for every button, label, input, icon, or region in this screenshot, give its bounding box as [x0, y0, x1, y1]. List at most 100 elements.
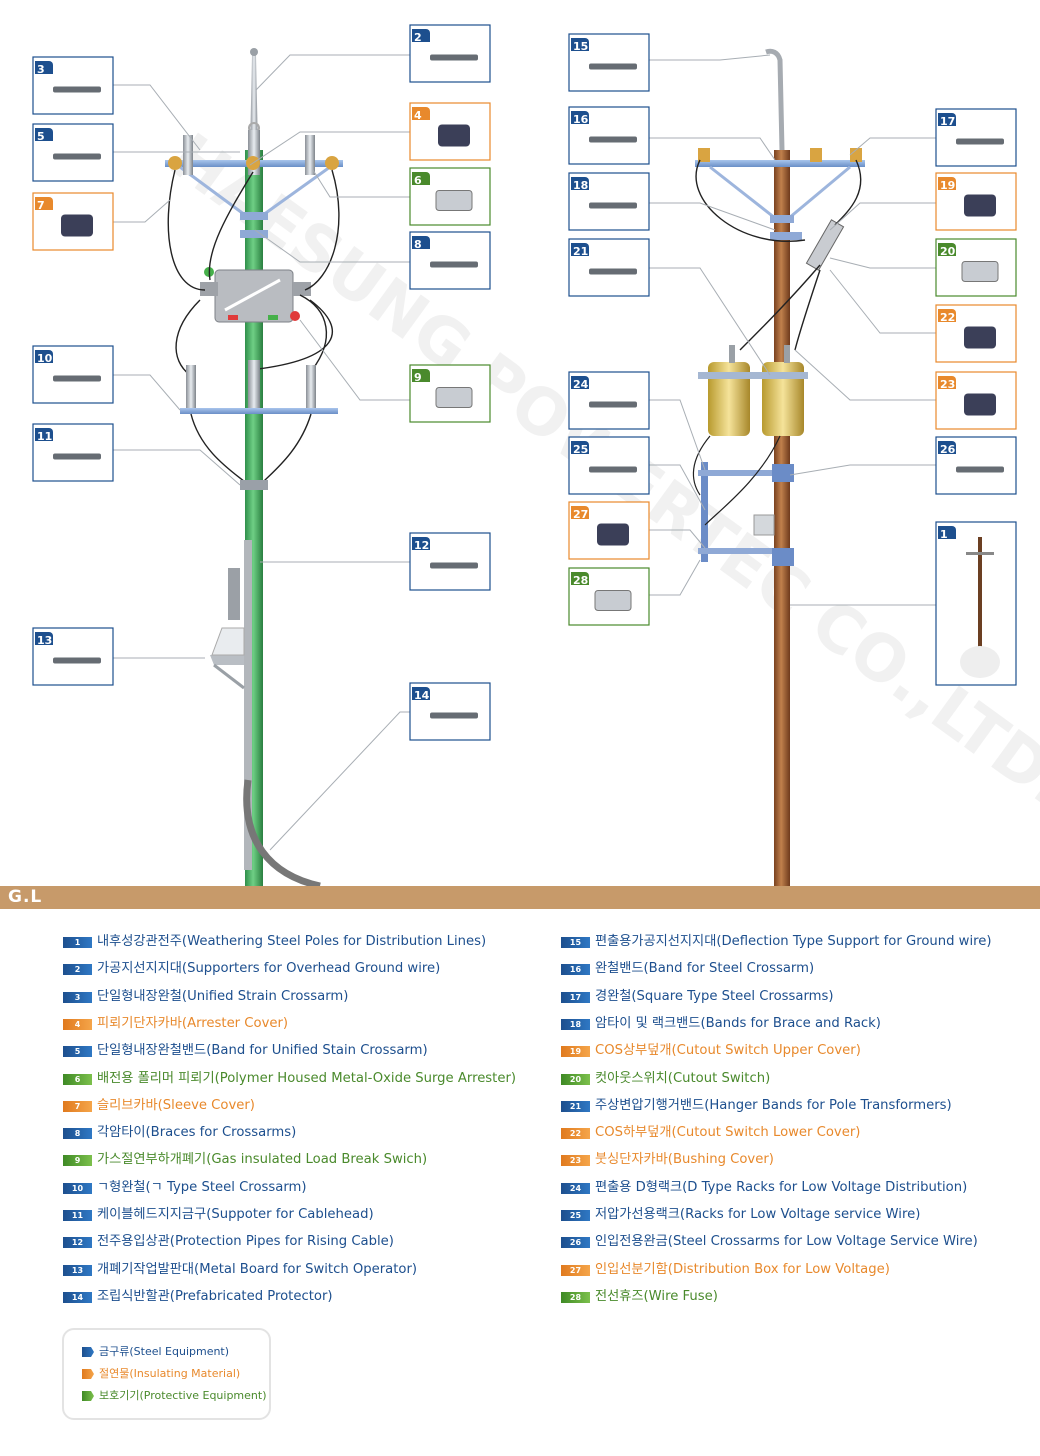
legend-number-badge: 1 — [63, 937, 92, 948]
callout-box-7: 7 — [32, 192, 114, 251]
product-image-icon — [435, 387, 473, 408]
callout-number-badge — [938, 177, 956, 190]
callout-number-badge — [412, 172, 430, 185]
product-image-icon — [53, 453, 101, 460]
legend-item-label: 개폐기작업발판대(Metal Board for Switch Operator… — [97, 1261, 418, 1277]
legend-number-badge: 26 — [561, 1237, 590, 1249]
callout-number-badge — [938, 376, 956, 389]
product-image-icon — [594, 590, 632, 611]
legend-item-label: 완철밴드(Band for Steel Crossarm) — [595, 961, 815, 977]
product-image-icon — [964, 194, 996, 217]
callout-box-3: 3 — [32, 56, 114, 115]
legend-item-label: 인입전용완금(Steel Crossarms for Low Voltage S… — [595, 1234, 978, 1250]
callout-number: 28 — [573, 574, 588, 587]
callout-box-11: 11 — [32, 423, 114, 482]
category-key: 금구류(Steel Equipment) 절연물(Insulating Mater… — [62, 1328, 271, 1420]
callout-box-14: 14 — [409, 682, 491, 741]
callout-number-badge — [571, 111, 589, 124]
callout-number: 3 — [37, 63, 45, 76]
legend-number-badge: 12 — [63, 1237, 92, 1249]
callout-number: 19 — [940, 179, 955, 192]
callout-box-12: 12 — [409, 532, 491, 591]
legend-item-label: 편출용가공지선지지대(Deflection Type Support for G… — [595, 934, 992, 949]
legend-item-label: 인입선분기함(Distribution Box for Low Voltage) — [595, 1261, 890, 1277]
callout-box-17: 17 — [935, 108, 1017, 167]
legend-number-badge: 4 — [63, 1018, 92, 1030]
callout-number: 11 — [37, 430, 52, 443]
legend-number-badge: 5 — [63, 1046, 92, 1058]
legend-item-label: COS하부덮개(Cutout Switch Lower Cover) — [595, 1125, 861, 1141]
product-image-icon — [438, 124, 470, 147]
callout-number-badge — [571, 441, 589, 454]
callout-box-2: 2 — [409, 24, 491, 83]
callout-box-22: 22 — [935, 304, 1017, 363]
product-image-icon — [61, 214, 93, 237]
legend-number-badge: 18 — [561, 1018, 590, 1030]
right-pole — [692, 48, 865, 886]
callout-number: 24 — [573, 378, 589, 391]
callout-number: 9 — [414, 371, 422, 384]
legend-number-badge: 3 — [63, 991, 92, 1003]
callout-number: 15 — [573, 40, 588, 53]
callout-number: 22 — [940, 311, 955, 324]
callout-number-badge — [938, 113, 956, 126]
legend-number-badge: 13 — [63, 1264, 92, 1276]
product-image-icon — [435, 190, 473, 211]
callout-number-badge — [571, 376, 589, 389]
legend-item-label: 암타이 및 랙크밴드(Bands for Brace and Rack) — [595, 1015, 881, 1031]
callout-box-6: 6 — [409, 167, 491, 226]
callout-box-10: 10 — [32, 345, 114, 404]
product-image-icon — [430, 54, 478, 61]
legend-number-badge: 7 — [63, 1100, 92, 1112]
legend-number-badge: 27 — [561, 1264, 590, 1276]
left-pole — [165, 48, 343, 890]
callout-number-badge — [412, 537, 430, 550]
callout-number-badge — [35, 61, 53, 74]
callout-number: 1 — [940, 528, 948, 541]
legend-item-label: 가공지선지지대(Supporters for Overhead Ground w… — [97, 961, 441, 977]
legend-item-label: 슬리브카바(Sleeve Cover) — [97, 1097, 255, 1113]
key-swatch-icon — [82, 1369, 94, 1379]
legend-item-label: 단일형내장완철밴드(Band for Unified Stain Crossar… — [97, 1043, 428, 1059]
product-image-icon — [964, 326, 996, 349]
legend-number-badge: 23 — [561, 1155, 590, 1167]
legend-number-badge: 20 — [561, 1073, 590, 1085]
product-image-icon — [589, 466, 637, 473]
product-image-icon — [961, 261, 999, 282]
product-image-icon — [53, 375, 101, 382]
legend-item-label: 단일형내장완철(Unified Strain Crossarm) — [97, 988, 349, 1004]
callout-number-badge — [35, 128, 53, 141]
legend-number-badge: 11 — [63, 1210, 92, 1221]
callout-number: 13 — [37, 634, 52, 647]
product-image-icon — [589, 136, 637, 143]
product-image-icon — [430, 712, 478, 719]
product-image-icon — [53, 86, 101, 93]
legend-number-badge: 16 — [561, 964, 590, 976]
callout-number-badge — [571, 506, 589, 519]
product-image-icon — [964, 393, 996, 416]
callout-box-21: 21 — [568, 238, 650, 297]
legend-item-label: 각암타이(Braces for Crossarms) — [97, 1125, 297, 1141]
key-label: 절연물(Insulating Material) — [99, 1367, 241, 1380]
callout-number: 7 — [37, 199, 45, 212]
key-label: 금구류(Steel Equipment) — [99, 1345, 230, 1358]
callout-box-8: 8 — [409, 231, 491, 290]
callout-number-badge — [412, 107, 430, 120]
product-image-icon — [53, 657, 101, 664]
legend-item-label: 조립식반할관(Prefabricated Protector) — [97, 1288, 333, 1304]
product-image-icon — [53, 153, 101, 160]
callout-number-badge — [571, 38, 589, 51]
legend-number-badge: 21 — [561, 1100, 590, 1112]
callout-number: 8 — [414, 238, 422, 251]
legend-item-label: COS상부덮개(Cutout Switch Upper Cover) — [595, 1043, 861, 1059]
ground-level-label: G.L — [8, 887, 43, 907]
legend-item-label: 전선휴즈(Wire Fuse) — [595, 1288, 718, 1304]
callout-number-badge — [35, 428, 53, 441]
callout-box-28: 28 — [568, 567, 650, 626]
legend-number-badge: 8 — [63, 1128, 92, 1140]
legend-number-badge: 14 — [63, 1291, 92, 1303]
callout-number: 17 — [940, 115, 955, 128]
legend-item-label: ㄱ형완철(ㄱ Type Steel Crossarm) — [97, 1179, 307, 1195]
